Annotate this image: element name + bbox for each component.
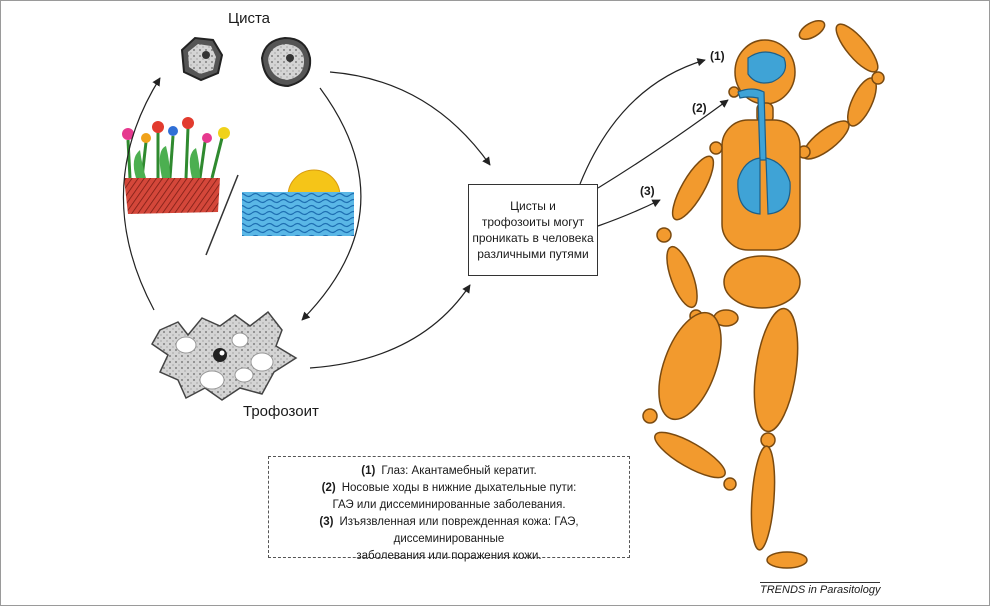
cyst-left-icon <box>180 36 224 82</box>
cycle-arrows <box>122 58 729 369</box>
arrow-route-2 <box>597 99 729 189</box>
arrow-cyst-to-box <box>329 71 491 166</box>
lung-right-icon <box>765 157 791 215</box>
arrow-cyst-to-troph <box>301 87 362 321</box>
sun-water-icon <box>242 169 354 236</box>
box-line: Цисты и <box>510 199 556 213</box>
arrow-route-1 <box>579 58 706 185</box>
cyst-label: Циста <box>228 10 271 27</box>
arrow-route-3 <box>597 199 661 227</box>
cyst-right-icon <box>260 36 312 88</box>
lung-left-icon <box>737 157 761 215</box>
routes-legend: (1)Глаз: Акантамебный кератит. (2)Носовы… <box>268 456 630 562</box>
legend-line-3: ГАЭ или диссеминированные заболевания. <box>332 499 566 511</box>
route-2-label: (2) <box>692 101 707 115</box>
source-credit: TRENDS in Parasitology <box>760 582 881 596</box>
divider-line <box>205 174 239 256</box>
trophozoite-icon <box>151 310 298 401</box>
organs-icon <box>737 51 791 215</box>
legend-line-5: заболевания или поражения кожи. <box>356 550 542 562</box>
legend-line-1: (1)Глаз: Акантамебный кератит. <box>361 465 537 477</box>
arrow-troph-to-box <box>309 284 471 369</box>
human-figure-icon <box>642 19 885 569</box>
flowers-soil-icon <box>122 117 230 214</box>
box-line: трофозоиты могут <box>481 215 585 229</box>
brain-icon <box>747 51 787 84</box>
route-3-label: (3) <box>640 184 655 198</box>
trophozoite-label: Трофозоит <box>243 403 319 420</box>
box-line: различными путями <box>477 247 589 261</box>
route-1-label: (1) <box>710 49 725 63</box>
legend-line-4: (3)Изъязвленная или поврежденная кожа: Г… <box>319 516 579 545</box>
arrow-troph-to-cyst <box>122 77 161 311</box>
box-line: проникать в человека <box>472 231 594 245</box>
legend-line-2: (2)Носовые ходы в нижние дыхательные пут… <box>321 482 577 494</box>
entry-routes-box: Цисты и трофозоиты могут проникать в чел… <box>468 184 598 276</box>
